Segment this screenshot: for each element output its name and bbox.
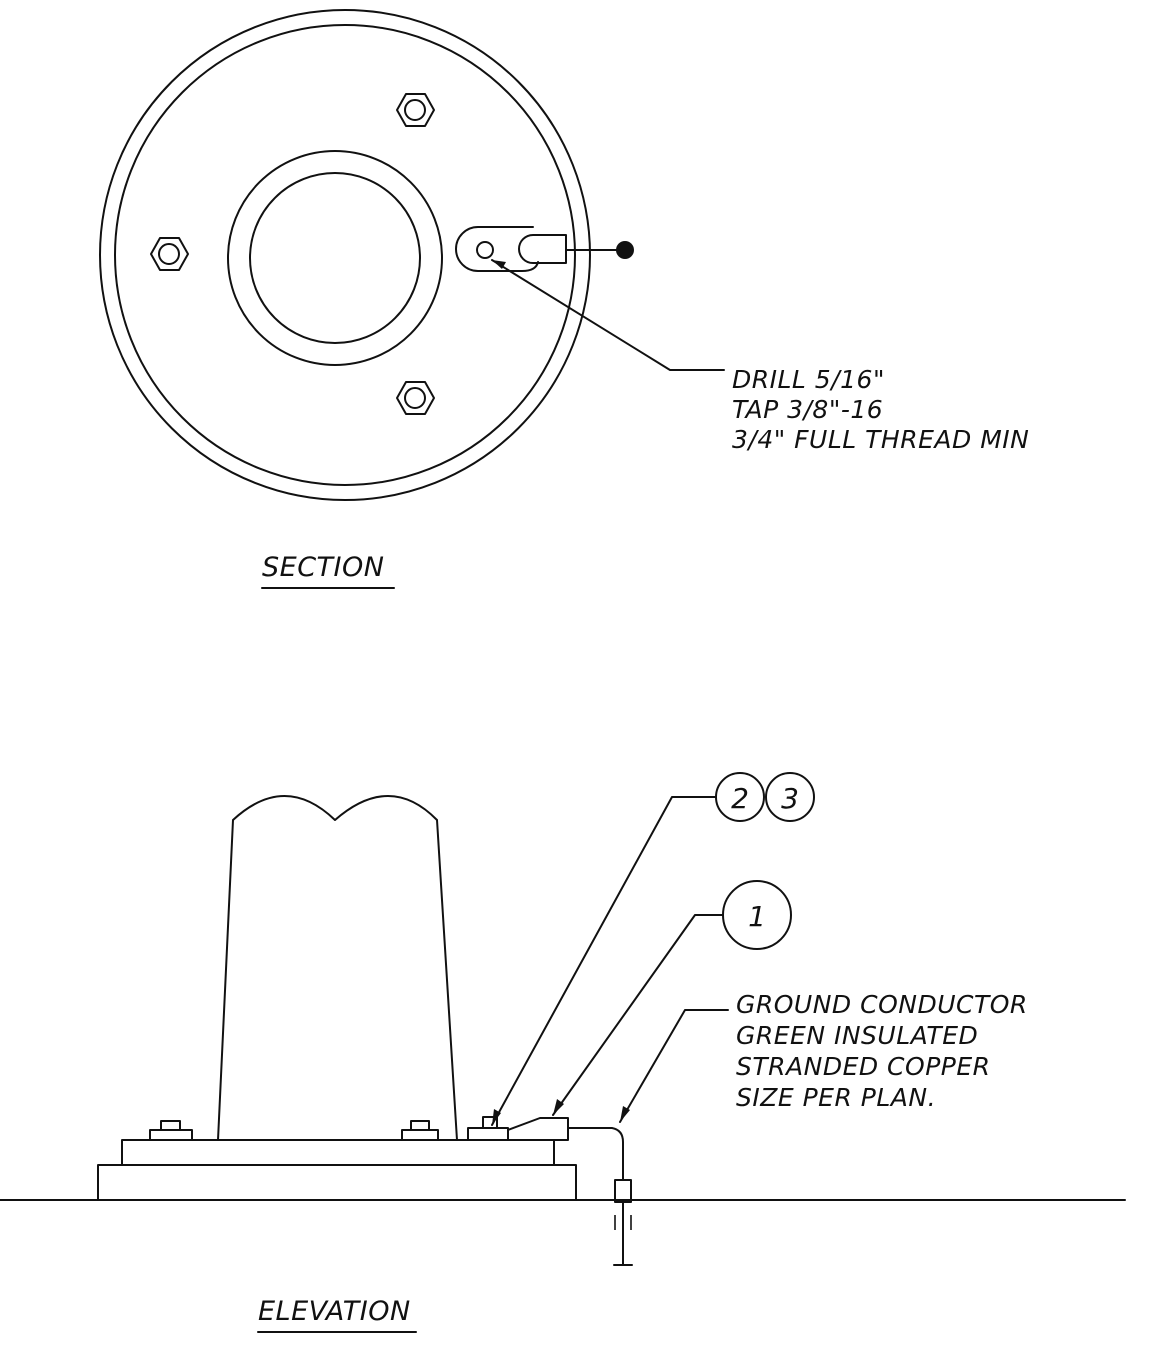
section-title: SECTION — [262, 552, 384, 583]
leader-line-ground-conductor — [619, 1009, 729, 1123]
base-plate-inner-circle — [114, 24, 576, 486]
drill-note: DRILL 5/16" TAP 3/8"-16 3/4" FULL THREAD… — [732, 365, 1029, 454]
leader-arrowhead-1 — [553, 1099, 564, 1115]
anchor-nut-top — [396, 93, 435, 127]
drill-leader-arrowhead — [492, 260, 506, 269]
callout-number-3: 3 — [781, 782, 799, 815]
drill-leader-line — [491, 259, 725, 371]
pole-inner-circle — [249, 172, 421, 344]
ground-rod — [613, 1201, 633, 1266]
ground-conductor-wire — [567, 1127, 624, 1181]
elevation-title: ELEVATION — [258, 1296, 411, 1327]
anchor-nut-left — [150, 237, 189, 271]
foundation-block — [97, 1164, 577, 1201]
drill-note-line-3: 3/4" FULL THREAD MIN — [732, 425, 1029, 454]
leader-arrowhead-2-3 — [492, 1109, 501, 1125]
ground-conductor-note: GROUND CONDUCTOR GREEN INSULATED STRANDE… — [736, 990, 1028, 1112]
leader-arrowhead-ground — [620, 1106, 630, 1122]
anchor-bolt-left — [149, 1120, 193, 1141]
drill-note-line-1: DRILL 5/16" — [732, 365, 885, 394]
elevation-view: 2 3 1 GROUND CONDUCTOR GREEN INSULATED S… — [0, 772, 1126, 1333]
ground-rod-clamp — [614, 1179, 632, 1203]
base-plate — [121, 1139, 555, 1166]
ground-lug-top-view — [455, 226, 634, 272]
callout-number-1: 1 — [748, 900, 766, 933]
ground-note-line-1: GROUND CONDUCTOR — [736, 990, 1028, 1019]
tapped-hole — [476, 241, 494, 259]
leader-line-callout-1 — [552, 914, 724, 1116]
base-plate-outer-circle — [99, 9, 591, 501]
ground-note-line-3: STRANDED COPPER — [736, 1052, 991, 1081]
ground-note-line-2: GREEN INSULATED — [736, 1021, 978, 1050]
ground-wire-dot — [616, 241, 634, 259]
ground-lug-side — [467, 1116, 569, 1141]
drill-note-line-2: TAP 3/8"-16 — [732, 395, 883, 424]
pole-outer-circle — [227, 150, 443, 366]
ground-note-line-4: SIZE PER PLAN. — [736, 1083, 936, 1112]
section-view: DRILL 5/16" TAP 3/8"-16 3/4" FULL THREAD… — [99, 9, 1029, 589]
anchor-bolt-right — [401, 1120, 439, 1141]
anchor-nut-bottom — [396, 381, 435, 415]
leader-line-callout-2-3 — [491, 796, 717, 1126]
pole-shaft — [217, 795, 458, 1141]
callout-balloon-3 — [765, 772, 815, 822]
callout-number-2: 2 — [731, 782, 749, 815]
